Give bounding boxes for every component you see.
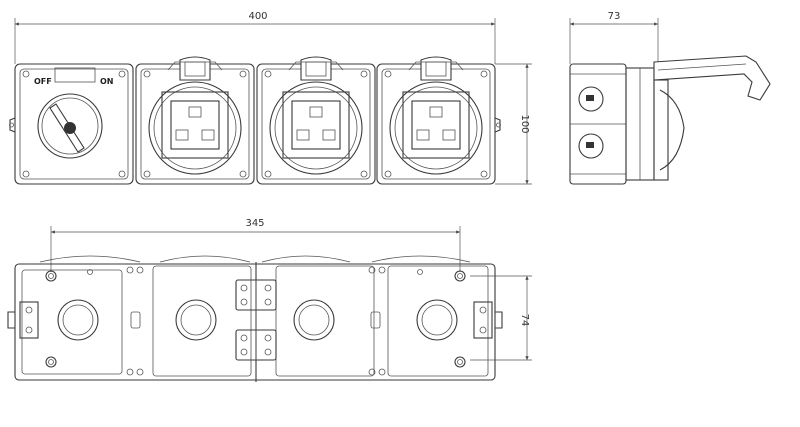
mounting-hole-2	[454, 270, 466, 282]
dimension-mounting-span-label: 345	[245, 218, 264, 229]
knockout-4	[416, 299, 458, 341]
socket-module-3	[376, 56, 496, 185]
front-view: 400 100 OFF ON	[9, 11, 532, 185]
socket-module-2	[256, 56, 376, 185]
side-lid	[653, 55, 771, 101]
rotary-switch	[37, 93, 103, 159]
cable-gland-lower	[578, 133, 604, 159]
knockout-2	[175, 299, 217, 341]
switch-off-label: OFF	[34, 77, 52, 86]
joint-clamp-lower	[235, 329, 277, 361]
dimension-width-label: 400	[248, 11, 267, 22]
dimension-mounting-height-label: 74	[519, 314, 530, 327]
cable-gland-upper	[578, 86, 604, 112]
socket-module-1	[135, 56, 255, 185]
joint-clamp-upper	[235, 279, 277, 311]
switch-on-label: ON	[100, 77, 114, 86]
mounting-hole-1	[45, 270, 57, 282]
dimension-height-label: 100	[519, 114, 530, 133]
mounting-hole-3	[45, 356, 57, 368]
knockout-1	[57, 299, 99, 341]
knockout-3	[293, 299, 335, 341]
switch-module: OFF ON	[14, 63, 134, 185]
mounting-hole-4	[454, 356, 466, 368]
dimension-depth-label: 73	[608, 11, 621, 22]
side-view: 73	[569, 11, 771, 185]
rear-view: 345 74	[7, 218, 532, 382]
